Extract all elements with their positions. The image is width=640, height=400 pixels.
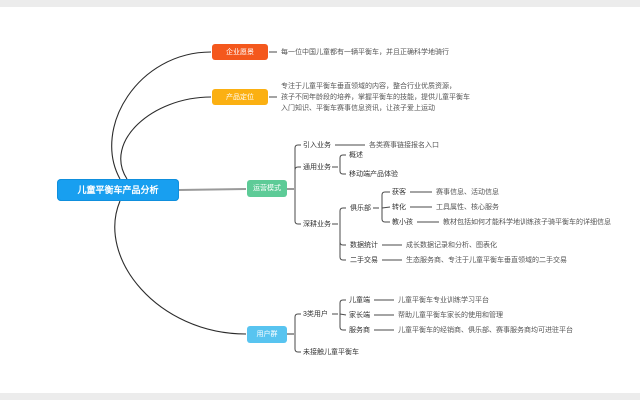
users-three-node[interactable]: 3类用户	[303, 311, 328, 318]
root-node[interactable]: 儿童平衡车产品分析	[57, 179, 179, 201]
ops-deep-club-node[interactable]: 俱乐部	[350, 205, 371, 212]
branch-users-node[interactable]: 用户群	[247, 326, 287, 343]
club-convert-note[interactable]: 工具属性、核心服务	[436, 204, 499, 211]
ops-deep-secondhand-note[interactable]: 生态服务商、专注于儿童平衡车垂直领域的二手交易	[406, 257, 567, 264]
club-acquire-node[interactable]: 获客	[392, 189, 406, 196]
positioning-note-line1[interactable]: 专注于儿童平衡车垂直领域的内容，整合行业优质资源，	[281, 83, 456, 90]
users-parent-node[interactable]: 家长端	[349, 312, 370, 319]
top-border-band	[0, 0, 640, 7]
ops-deep-stats-node[interactable]: 数据统计	[350, 242, 378, 249]
users-parent-note[interactable]: 帮助儿童平衡车家长的使用和管理	[398, 312, 503, 319]
ops-deep-node[interactable]: 深耕业务	[303, 221, 331, 228]
ops-common-node[interactable]: 通用业务	[303, 164, 331, 171]
ops-deep-stats-note[interactable]: 成长数据记录和分析、图表化	[406, 242, 497, 249]
ops-intro-note[interactable]: 各类赛事链接报名入口	[369, 142, 439, 149]
branch-positioning-node[interactable]: 产品定位	[212, 89, 268, 105]
ops-deep-secondhand-node[interactable]: 二手交易	[350, 257, 378, 264]
club-teach-note[interactable]: 教材包括如何才能科学地训练孩子骑平衡车的详细信息	[443, 219, 611, 226]
branch-operations-node[interactable]: 运营模式	[247, 180, 287, 197]
branch-vision-node[interactable]: 企业愿景	[212, 44, 268, 60]
vision-note[interactable]: 每一位中国儿童都有一辆平衡车，并且正确科学地骑行	[281, 49, 449, 56]
bottom-border-band	[0, 393, 640, 400]
ops-common-mobile-node[interactable]: 移动端产品体验	[349, 171, 398, 178]
ops-common-overview-node[interactable]: 概述	[349, 152, 363, 159]
club-acquire-note[interactable]: 赛事信息、活动信息	[436, 189, 499, 196]
users-untouched-node[interactable]: 未接触儿童平衡车	[303, 349, 359, 356]
positioning-note-line2[interactable]: 孩子不同年龄段的培养，掌握平衡车的技能，提供儿童平衡车	[281, 94, 470, 101]
club-convert-node[interactable]: 转化	[392, 204, 406, 211]
positioning-note-line3[interactable]: 入门知识、平衡车赛事信息资讯，让孩子爱上运动	[281, 105, 435, 112]
users-vendor-node[interactable]: 服务商	[349, 327, 370, 334]
ops-intro-node[interactable]: 引入业务	[303, 142, 331, 149]
users-child-note[interactable]: 儿童平衡车专业训练学习平台	[398, 297, 489, 304]
users-child-node[interactable]: 儿童端	[349, 297, 370, 304]
club-teach-node[interactable]: 教小孩	[392, 219, 413, 226]
users-vendor-note[interactable]: 儿童平衡车的经销商、俱乐部、赛事服务商均可进驻平台	[398, 327, 573, 334]
